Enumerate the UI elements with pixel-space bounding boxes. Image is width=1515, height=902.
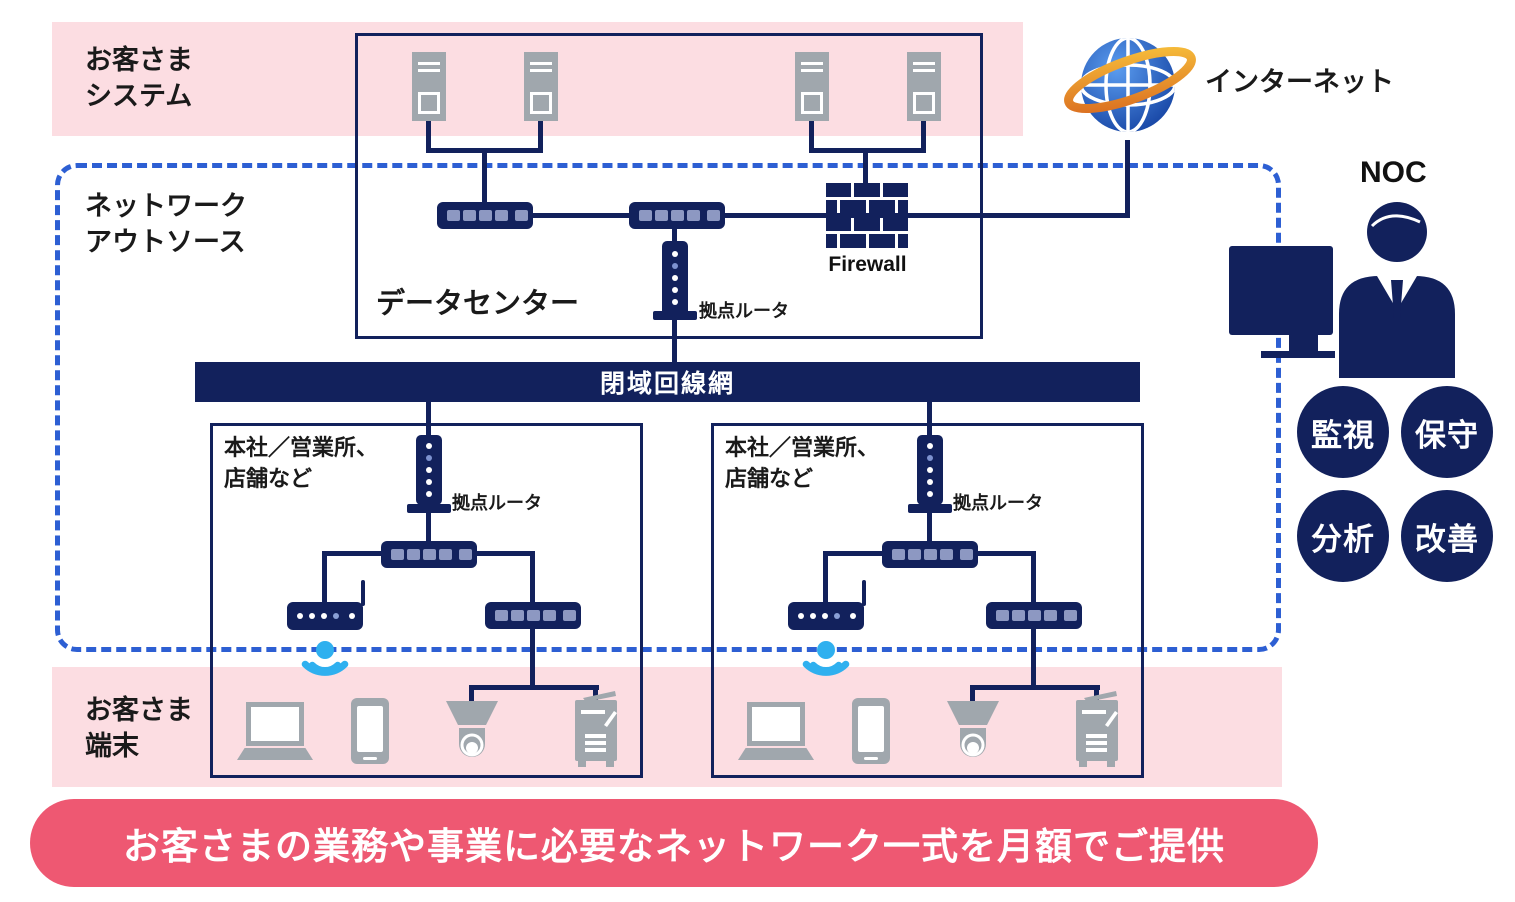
noc-label: NOC xyxy=(1360,156,1427,189)
line-server2-drop xyxy=(538,121,543,151)
noc-monitor-stand xyxy=(1289,334,1318,352)
wifi-signal-icon xyxy=(301,641,349,676)
line-server4-drop xyxy=(921,121,926,151)
b2-elbow-right-h xyxy=(978,551,1036,556)
server-icon xyxy=(795,52,829,121)
b2-device-h xyxy=(970,685,1100,690)
wifi-router-antenna xyxy=(862,580,866,606)
wifi-router-icon xyxy=(287,602,363,630)
b1-camera-drop xyxy=(469,688,474,707)
camera-icon xyxy=(947,701,999,757)
line-bar-branch1 xyxy=(426,402,431,435)
internet-globe-icon xyxy=(1064,38,1196,132)
site-router-label: 拠点ルータ xyxy=(452,493,542,513)
printer-icon xyxy=(575,691,617,767)
customer-devices-label: お客さま端末 xyxy=(85,695,193,761)
printer-icon xyxy=(1076,691,1118,767)
server-icon xyxy=(524,52,558,121)
line-switch2-router xyxy=(672,228,677,248)
line-switch1-switch2 xyxy=(533,213,629,218)
line-bar-branch2 xyxy=(927,402,932,435)
wifi-router-icon xyxy=(788,602,864,630)
switch-icon xyxy=(986,602,1082,629)
server-icon xyxy=(412,52,446,121)
site-router-label: 拠点ルータ xyxy=(699,301,789,321)
noc-monitor-base xyxy=(1261,351,1335,358)
network-outsource-label: ネットワークアウトソース xyxy=(85,191,247,257)
switch-icon xyxy=(437,202,533,229)
closed-network-bar: 閉域回線網 xyxy=(195,362,1140,402)
customer-system-label: お客さまシステム xyxy=(85,45,193,111)
line-internet-drop xyxy=(1125,140,1130,218)
b1-printer-drop xyxy=(593,688,598,701)
switch-icon xyxy=(381,541,477,568)
closed-network-label: 閉域回線網 xyxy=(599,370,735,398)
firewall-icon xyxy=(826,183,908,248)
wifi-router-antenna xyxy=(361,580,365,606)
b1-switch2-drop xyxy=(530,629,535,688)
b2-elbow-left-v xyxy=(823,551,828,603)
line-bracket-to-firewall xyxy=(863,150,868,186)
b1-elbow-right-h xyxy=(477,551,535,556)
branch1-title: 本社／営業所、店舗など xyxy=(224,435,379,491)
noc-monitor-icon xyxy=(1229,246,1333,335)
line-server1-drop xyxy=(426,121,431,151)
line-bracket-to-switch xyxy=(482,150,487,203)
branch2-title: 本社／営業所、店舗など xyxy=(725,435,880,491)
b1-elbow-right-v xyxy=(530,551,535,603)
camera-icon xyxy=(446,701,498,757)
noc-service-maintenance: 保守 xyxy=(1401,386,1493,478)
line-router-to-bar xyxy=(672,313,677,363)
switch-icon xyxy=(629,202,725,229)
router-base xyxy=(908,504,952,513)
b2-printer-drop xyxy=(1094,688,1099,701)
smartphone-icon xyxy=(351,698,389,764)
b1-elbow-left-v xyxy=(322,551,327,603)
switch-icon xyxy=(485,602,581,629)
b1-elbow-left-h xyxy=(325,551,383,556)
b2-elbow-left-h xyxy=(826,551,884,556)
router-base xyxy=(653,311,697,320)
b1-router-switch xyxy=(426,513,431,541)
line-switch2-firewall-internet xyxy=(721,213,1128,218)
noc-service-monitoring: 監視 xyxy=(1297,386,1389,478)
banner-text: お客さまの業務や事業に必要なネットワーク一式を月額でご提供 xyxy=(123,826,1225,867)
laptop-icon xyxy=(738,702,814,760)
line-server3-drop xyxy=(809,121,814,151)
site-router-label: 拠点ルータ xyxy=(953,493,1043,513)
network-outsource-border xyxy=(55,163,1281,652)
smartphone-icon xyxy=(852,698,890,764)
noc-service-improvement: 改善 xyxy=(1401,490,1493,582)
noc-operator-icon xyxy=(1339,202,1455,378)
b2-camera-drop xyxy=(970,688,975,707)
wifi-signal-icon xyxy=(802,641,850,676)
bottom-banner: お客さまの業務や事業に必要なネットワーク一式を月額でご提供 xyxy=(30,799,1318,887)
b2-elbow-right-v xyxy=(1031,551,1036,603)
datacenter-label: データセンター xyxy=(376,288,580,320)
router-icon xyxy=(917,435,943,505)
server-icon xyxy=(907,52,941,121)
b2-router-switch xyxy=(927,513,932,541)
internet-label: インターネット xyxy=(1205,67,1394,97)
b1-device-h xyxy=(469,685,599,690)
b2-switch2-drop xyxy=(1031,629,1036,688)
laptop-icon xyxy=(237,702,313,760)
firewall-label: Firewall xyxy=(828,253,907,276)
router-base xyxy=(407,504,451,513)
noc-service-analysis: 分析 xyxy=(1297,490,1389,582)
router-icon xyxy=(416,435,442,505)
router-icon xyxy=(662,241,688,320)
datacenter-box xyxy=(355,33,983,339)
switch-icon xyxy=(882,541,978,568)
